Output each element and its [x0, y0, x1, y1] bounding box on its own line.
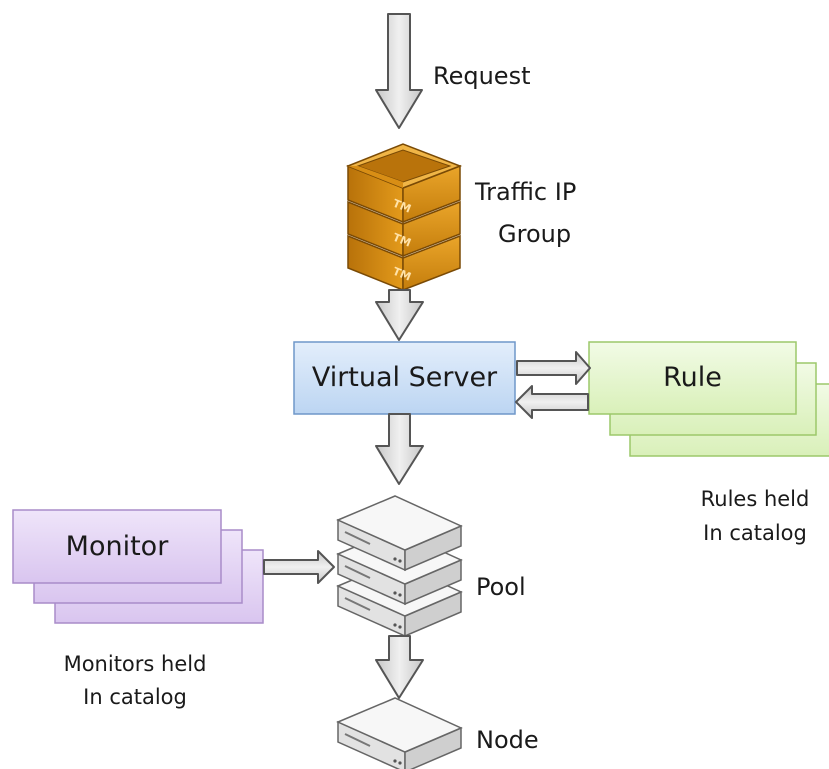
pool-to-node-arrow — [375, 635, 424, 699]
traffic-ip-group-label-line1: Traffic IP — [475, 178, 577, 206]
rule-to-vs-arrow — [515, 385, 589, 419]
node-icon — [336, 697, 463, 769]
tm-mark-bottom: TM — [391, 265, 413, 284]
traffic-ip-group-icon: TM TM TM — [345, 143, 463, 292]
monitor-stack — [12, 509, 264, 624]
monitor-label: Monitor — [65, 531, 169, 562]
vs-to-rule-arrow — [516, 351, 591, 385]
virtual-server-box — [293, 341, 516, 415]
tm-mark-top: TM — [391, 197, 413, 216]
pool-icon — [336, 495, 463, 638]
traffic-ip-group-label-line2: Group — [498, 220, 572, 248]
tm-mark-middle: TM — [391, 231, 413, 250]
node-label: Node — [476, 726, 539, 754]
monitors-caption-line2: In catalog — [83, 685, 187, 709]
rule-stack — [588, 341, 829, 457]
request-label: Request — [433, 62, 531, 90]
vs-to-pool-arrow — [375, 413, 424, 485]
rule-box — [588, 341, 797, 415]
monitor-to-pool-arrow — [263, 550, 335, 584]
tip-to-vs-arrow — [375, 289, 424, 341]
rules-caption-line2: In catalog — [703, 521, 807, 545]
monitor-box — [12, 509, 222, 584]
request-arrow — [375, 13, 423, 129]
rule-label: Rule — [663, 362, 722, 393]
pool-label: Pool — [476, 573, 526, 601]
virtual-server-label: Virtual Server — [311, 362, 498, 393]
monitors-caption-line1: Monitors held — [63, 652, 207, 676]
rules-caption-line1: Rules held — [700, 487, 810, 511]
